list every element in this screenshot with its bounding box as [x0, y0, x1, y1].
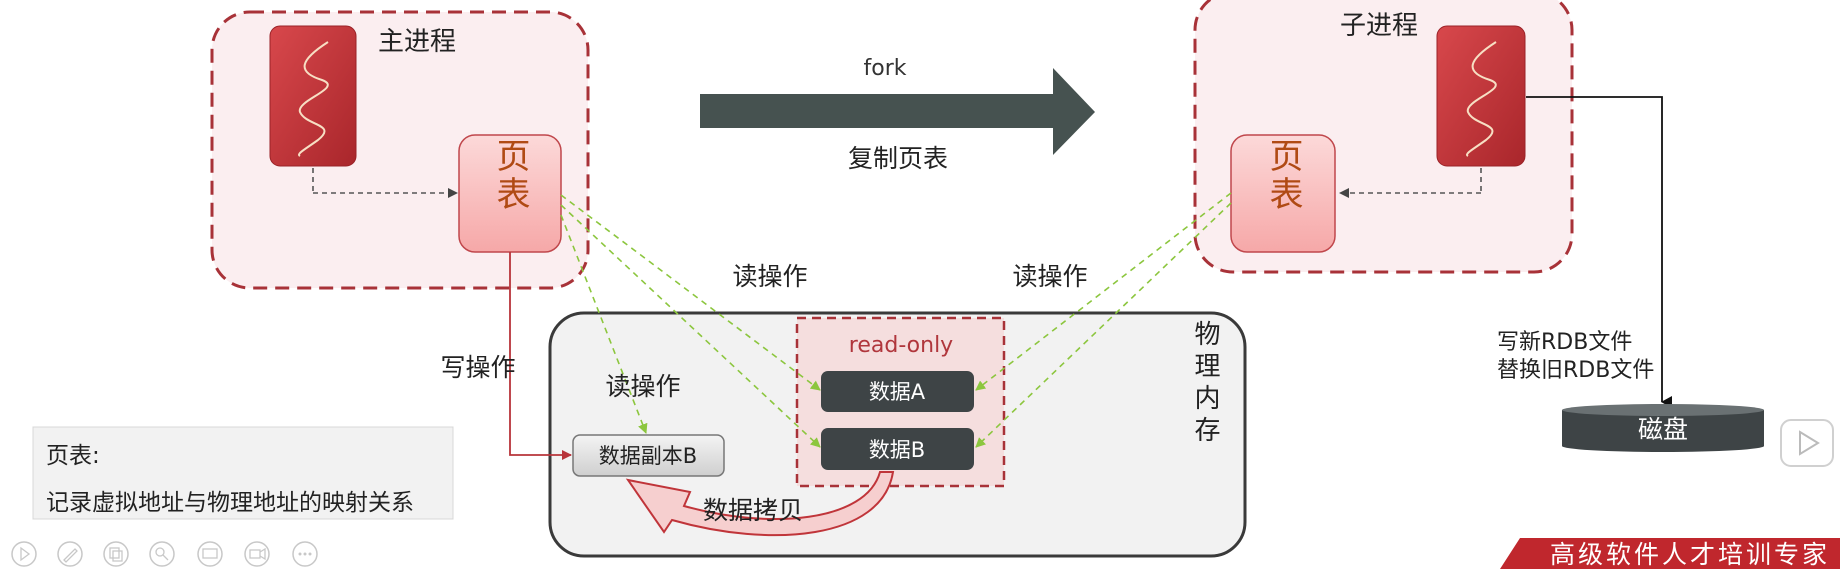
child-page-table-label: 页表: [1263, 138, 1303, 214]
read-arrow-child-to-a: [975, 192, 1232, 391]
write-arrow: [509, 252, 572, 460]
camera-icon[interactable]: [244, 541, 270, 567]
data-b-label: 数据B: [869, 438, 925, 462]
data-copy-b-block: [572, 434, 725, 477]
footer-banner-text: 高级软件人才培训专家: [1550, 540, 1830, 569]
child-to-disk-arrow: [1526, 96, 1672, 408]
disk-label: 磁盘: [1638, 415, 1688, 444]
data-copy-b-label: 数据副本B: [599, 444, 697, 468]
physical-memory-label: 物理内存: [1190, 320, 1220, 448]
data-copy-arrow: [625, 471, 895, 537]
play-icon[interactable]: [11, 541, 37, 567]
data-copy-label: 数据拷贝: [703, 496, 803, 525]
more-icon[interactable]: [292, 541, 318, 567]
main-page-table-label: 页表: [490, 138, 530, 214]
fork-label: fork: [864, 56, 907, 81]
bottom-toolbar: [11, 541, 318, 567]
read-arrow-child-to-b: [975, 202, 1232, 448]
data-a-block: [821, 371, 974, 412]
zoom-icon[interactable]: [149, 541, 175, 567]
video-play-side-button[interactable]: [1780, 419, 1834, 467]
read-arrow-main-to-b: [560, 204, 821, 448]
write-label: 写操作: [440, 353, 515, 382]
read-label-right: 读操作: [1012, 262, 1087, 291]
pen-icon[interactable]: [57, 541, 83, 567]
child-process-label: 子进程: [1340, 11, 1418, 41]
fork-sublabel: 复制页表: [848, 144, 948, 173]
main-thread-icon: [269, 25, 357, 167]
legend-box: [32, 426, 454, 520]
data-a-label: 数据A: [869, 380, 926, 404]
read-label-left: 读操作: [732, 262, 807, 291]
disk-note-line1: 写新RDB文件: [1497, 330, 1632, 355]
disk-note-line2: 替换旧RDB文件: [1497, 358, 1654, 383]
screen-icon[interactable]: [197, 541, 223, 567]
legend-title: 页表:: [46, 443, 100, 469]
read-label-inner: 读操作: [605, 372, 680, 401]
disk-icon: [1562, 404, 1764, 452]
main-process-label: 主进程: [378, 27, 456, 57]
data-b-block: [821, 428, 974, 470]
read-arrow-main-to-copy: [560, 214, 648, 434]
footer-banner: [1500, 538, 1840, 569]
readonly-label: read-only: [849, 333, 953, 358]
fork-arrow: [700, 68, 1095, 155]
copy-icon[interactable]: [103, 541, 129, 567]
child-thread-icon: [1436, 25, 1526, 167]
legend-description: 记录虚拟地址与物理地址的映射关系: [46, 490, 414, 516]
